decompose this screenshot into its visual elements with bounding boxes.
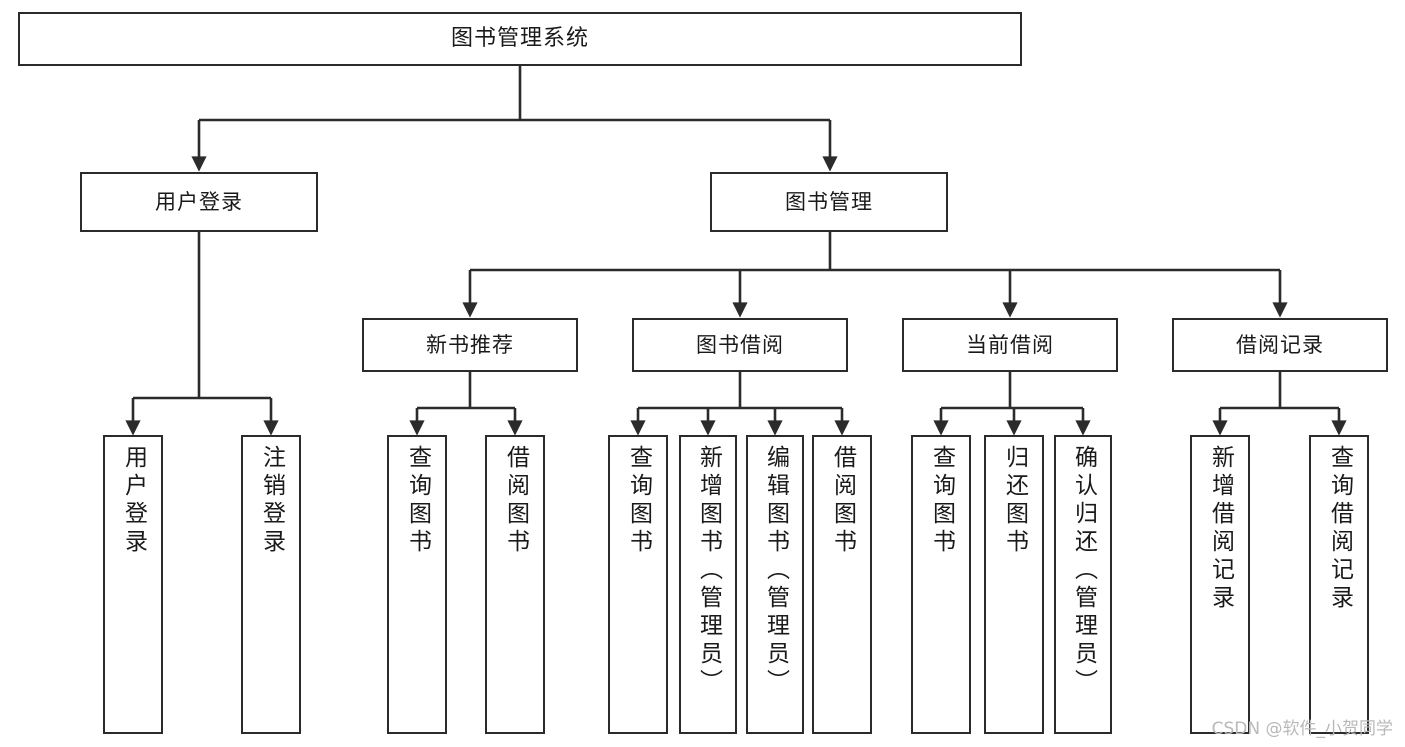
node-book-borrow[interactable]: 图书借阅 xyxy=(632,318,848,372)
node-leaf-confirm-return-label: 确认归还（管理员） xyxy=(1070,445,1097,697)
node-user-login[interactable]: 用户登录 xyxy=(80,172,318,232)
node-root[interactable]: 图书管理系统 xyxy=(18,12,1022,66)
node-leaf-edit-book-label: 编辑图书（管理员） xyxy=(762,445,789,697)
node-leaf-query-book-borrow[interactable]: 查询图书 xyxy=(608,435,668,734)
node-leaf-return-book-label: 归还图书 xyxy=(1001,445,1028,557)
node-leaf-add-record[interactable]: 新增借阅记录 xyxy=(1190,435,1250,734)
node-leaf-query-book-rec-label: 查询图书 xyxy=(404,445,431,557)
node-leaf-query-book-cur-label: 查询图书 xyxy=(928,445,955,557)
node-leaf-user-logout-label: 注销登录 xyxy=(258,445,285,557)
node-book-manage-label: 图书管理 xyxy=(785,189,873,214)
node-book-borrow-label: 图书借阅 xyxy=(696,332,784,357)
node-root-label: 图书管理系统 xyxy=(450,26,589,52)
node-leaf-query-record[interactable]: 查询借阅记录 xyxy=(1309,435,1369,734)
node-leaf-user-login-label: 用户登录 xyxy=(120,445,147,557)
node-leaf-query-book-borrow-label: 查询图书 xyxy=(625,445,652,557)
node-leaf-query-record-label: 查询借阅记录 xyxy=(1326,445,1353,613)
node-leaf-query-book-rec[interactable]: 查询图书 xyxy=(387,435,447,734)
node-leaf-user-login[interactable]: 用户登录 xyxy=(103,435,163,734)
node-borrow-record-label: 借阅记录 xyxy=(1236,332,1324,357)
node-leaf-confirm-return[interactable]: 确认归还（管理员） xyxy=(1054,435,1112,734)
node-leaf-borrow-book-label: 借阅图书 xyxy=(829,445,856,557)
node-new-book-recommend[interactable]: 新书推荐 xyxy=(362,318,578,372)
node-leaf-borrow-book-rec-label: 借阅图书 xyxy=(502,445,529,557)
node-leaf-add-book[interactable]: 新增图书（管理员） xyxy=(679,435,737,734)
node-user-login-label: 用户登录 xyxy=(155,189,243,214)
node-current-borrow[interactable]: 当前借阅 xyxy=(902,318,1118,372)
node-leaf-borrow-book-rec[interactable]: 借阅图书 xyxy=(485,435,545,734)
node-leaf-add-book-label: 新增图书（管理员） xyxy=(695,445,722,697)
node-leaf-query-book-cur[interactable]: 查询图书 xyxy=(911,435,971,734)
node-borrow-record[interactable]: 借阅记录 xyxy=(1172,318,1388,372)
node-leaf-add-record-label: 新增借阅记录 xyxy=(1207,445,1234,613)
node-new-book-recommend-label: 新书推荐 xyxy=(426,332,514,357)
node-leaf-borrow-book[interactable]: 借阅图书 xyxy=(812,435,872,734)
node-leaf-edit-book[interactable]: 编辑图书（管理员） xyxy=(746,435,804,734)
node-leaf-user-logout[interactable]: 注销登录 xyxy=(241,435,301,734)
node-book-manage[interactable]: 图书管理 xyxy=(710,172,948,232)
node-current-borrow-label: 当前借阅 xyxy=(966,332,1054,357)
node-leaf-return-book[interactable]: 归还图书 xyxy=(984,435,1044,734)
